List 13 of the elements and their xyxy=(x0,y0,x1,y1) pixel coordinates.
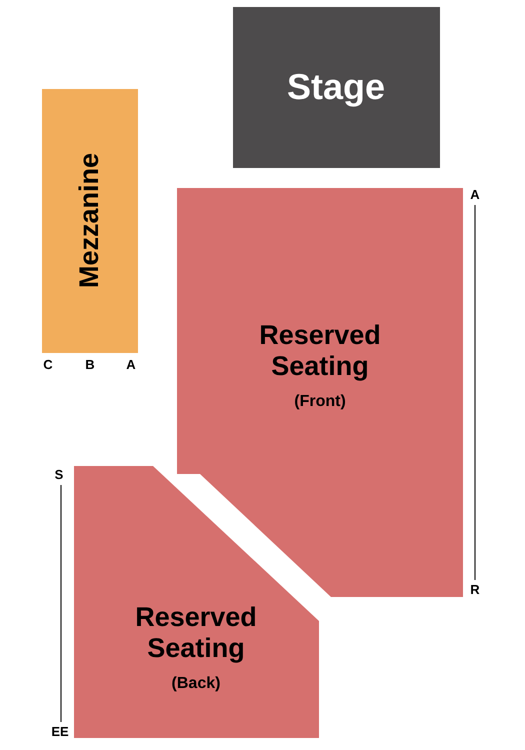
row-letter: B xyxy=(85,358,95,372)
row-letter: C xyxy=(43,358,53,372)
row-letter: EE xyxy=(51,725,69,739)
row-letter: R xyxy=(470,583,480,597)
section-label: Mezzanine xyxy=(74,153,106,288)
section-label: Reserved Seating xyxy=(258,320,382,382)
row-letter: S xyxy=(54,468,64,482)
stage-label: Stage xyxy=(286,66,386,108)
row-letter: A xyxy=(470,188,480,202)
section-sublabel: (Front) xyxy=(294,392,346,412)
section-label: Reserved Seating xyxy=(134,602,258,664)
section-sublabel: (Back) xyxy=(172,674,220,694)
row-letter: A xyxy=(126,358,136,372)
